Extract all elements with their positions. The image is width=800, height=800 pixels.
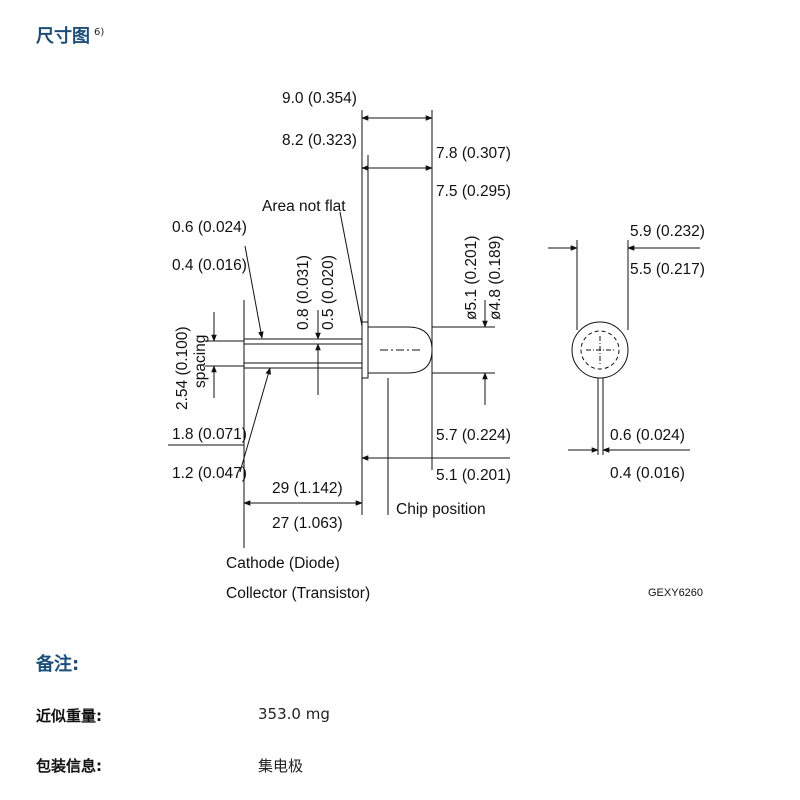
section-title-text: 尺寸图 xyxy=(36,26,90,47)
footnote-ref: 6) xyxy=(94,27,105,38)
note-label-packaging: 包装信息: xyxy=(36,757,102,775)
label-area-not-flat: Area not flat xyxy=(262,198,346,215)
label-collector: Collector (Transistor) xyxy=(226,585,370,602)
label-lead-pitch-top: 9.0 (0.354) xyxy=(282,90,357,107)
label-dia-b: ø4.8 (0.189) xyxy=(487,236,504,320)
label-lead-width-top: 0.6 (0.024) xyxy=(172,219,247,236)
label-lead-length-top: 29 (1.142) xyxy=(272,480,343,497)
label-lead-length-bottom: 27 (1.063) xyxy=(272,515,343,532)
label-dia-a: ø5.1 (0.201) xyxy=(463,236,480,320)
label-lead-thick-a: 0.8 (0.031) xyxy=(295,255,312,330)
leader-lead-width xyxy=(244,245,264,339)
label-cathode: Cathode (Diode) xyxy=(226,555,340,572)
note-value-packaging: 集电极 xyxy=(258,757,304,775)
label-lead-width-bottom: 0.4 (0.016) xyxy=(172,257,247,274)
leader-area-not-flat xyxy=(339,211,363,327)
label-standoff-top: 1.8 (0.071) xyxy=(172,426,247,443)
dimension-drawing: 9.0 (0.354) 8.2 (0.323) 7.8 (0.307) 7.5 … xyxy=(168,90,705,602)
front-chip-circle xyxy=(580,330,620,370)
drawing-id: GEXY6260 xyxy=(648,587,703,599)
label-length-bottom: 7.5 (0.295) xyxy=(436,183,511,200)
lead-upper xyxy=(243,338,363,345)
lead-lower xyxy=(243,362,363,369)
label-length-top: 7.8 (0.307) xyxy=(436,145,511,162)
label-standoff-bottom: 1.2 (0.047) xyxy=(172,465,247,482)
label-front-lead-top: 0.6 (0.024) xyxy=(610,427,685,444)
note-value-weight: 353.0 mg xyxy=(258,705,330,723)
note-label-weight: 近似重量: xyxy=(36,707,102,725)
label-chip-top: 5.7 (0.224) xyxy=(436,427,511,444)
label-chip-bottom: 5.1 (0.201) xyxy=(436,467,511,484)
section-title: 尺寸图 6) xyxy=(36,22,104,48)
label-chip-position: Chip position xyxy=(396,501,486,518)
label-lead-thick-b: 0.5 (0.020) xyxy=(320,255,337,330)
front-outline xyxy=(571,321,629,379)
label-spacing-value: 2.54 (0.100) xyxy=(174,326,191,410)
label-front-lead-bottom: 0.4 (0.016) xyxy=(610,465,685,482)
leader-standoff xyxy=(239,367,271,473)
label-front-dia-bottom: 5.5 (0.217) xyxy=(630,261,705,278)
label-front-dia-top: 5.9 (0.232) xyxy=(630,223,705,240)
label-lead-pitch-bottom: 8.2 (0.323) xyxy=(282,132,357,149)
led-flange xyxy=(361,321,369,379)
notes-title: 备注: xyxy=(36,654,80,675)
label-spacing-word: spacing xyxy=(192,335,209,388)
